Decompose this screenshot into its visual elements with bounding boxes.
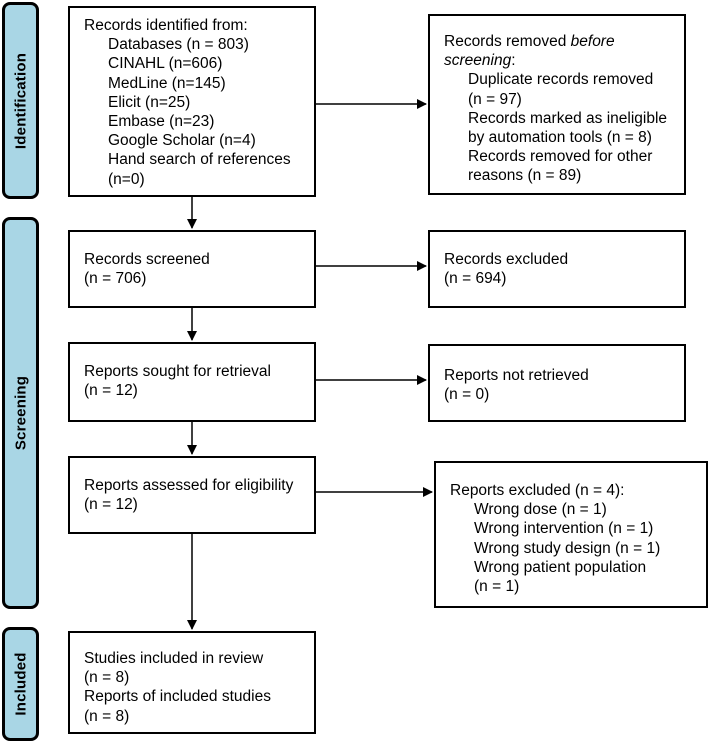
- excluded-wrong-dose: Wrong dose (n = 1): [474, 501, 607, 519]
- removed-automation-count: by automation tools (n = 8): [468, 129, 652, 147]
- removed-automation: Records marked as ineligible: [468, 109, 668, 127]
- reports-assessed-label: Reports assessed for eligibility: [84, 477, 294, 494]
- phase-included: Included: [2, 627, 39, 741]
- reports-excluded-heading: Reports excluded (n = 4):: [450, 482, 625, 499]
- removed-other-count: reasons (n = 89): [468, 167, 582, 185]
- phase-identification: Identification: [2, 2, 39, 199]
- phase-included-label: Included: [12, 652, 29, 716]
- excluded-wrong-population: Wrong patient population (n = 1): [474, 558, 647, 596]
- records-identified-heading: Records identified from:: [84, 17, 248, 34]
- reports-not-retrieved-count: (n = 0): [444, 386, 490, 404]
- removed-duplicates-count: (n = 97): [468, 90, 522, 108]
- identified-hand-search: Hand search of references: [108, 151, 291, 169]
- reports-not-retrieved-box: Reports not retrieved (n = 0): [428, 344, 686, 422]
- records-screened-box: Records screened (n = 706): [68, 230, 316, 308]
- identified-embase: Embase (n=23): [108, 113, 215, 131]
- reports-sought-label: Reports sought for retrieval: [84, 363, 271, 380]
- reports-assessed-box: Reports assessed for eligibility (n = 12…: [68, 456, 316, 534]
- reports-sought-count: (n = 12): [84, 382, 138, 400]
- reports-included-count: (n = 8): [84, 707, 130, 725]
- identified-hand-search-count: (n=0): [108, 170, 145, 188]
- records-identified-box: Records identified from: Databases (n = …: [68, 6, 316, 197]
- excluded-wrong-intervention: Wrong intervention (n = 1): [474, 520, 654, 538]
- records-screened-label: Records screened: [84, 251, 210, 268]
- identified-medline: MedLine (n=145): [108, 74, 226, 92]
- studies-included-label: Studies included in review: [84, 650, 264, 667]
- identified-google-scholar: Google Scholar (n=4): [108, 132, 256, 150]
- reports-excluded-box: Reports excluded (n = 4): Wrong dose (n …: [434, 461, 708, 608]
- identified-cinahl: CINAHL (n=606): [108, 55, 223, 73]
- records-removed-heading: Records removed before screening:: [444, 33, 615, 70]
- reports-included-label: Reports of included studies: [84, 688, 271, 706]
- identified-elicit: Elicit (n=25): [108, 93, 191, 111]
- reports-assessed-count: (n = 12): [84, 496, 138, 514]
- studies-included-box: Studies included in review (n = 8) Repor…: [68, 631, 316, 734]
- records-excluded-count: (n = 694): [444, 270, 507, 288]
- phase-identification-label: Identification: [12, 52, 29, 149]
- records-removed-box: Records removed before screening: Duplic…: [428, 14, 686, 195]
- excluded-wrong-study-design: Wrong study design (n = 1): [474, 539, 661, 557]
- removed-duplicates: Duplicate records removed: [468, 71, 654, 89]
- records-screened-count: (n = 706): [84, 270, 147, 288]
- identified-databases: Databases (n = 803): [108, 36, 249, 54]
- reports-sought-box: Reports sought for retrieval (n = 12): [68, 342, 316, 422]
- reports-not-retrieved-label: Reports not retrieved: [444, 367, 589, 384]
- records-excluded-label: Records excluded: [444, 251, 569, 268]
- phase-screening: Screening: [2, 217, 39, 609]
- phase-screening-label: Screening: [12, 375, 29, 451]
- records-excluded-box: Records excluded (n = 694): [428, 230, 686, 308]
- studies-included-count: (n = 8): [84, 669, 130, 687]
- removed-other: Records removed for other: [468, 148, 653, 166]
